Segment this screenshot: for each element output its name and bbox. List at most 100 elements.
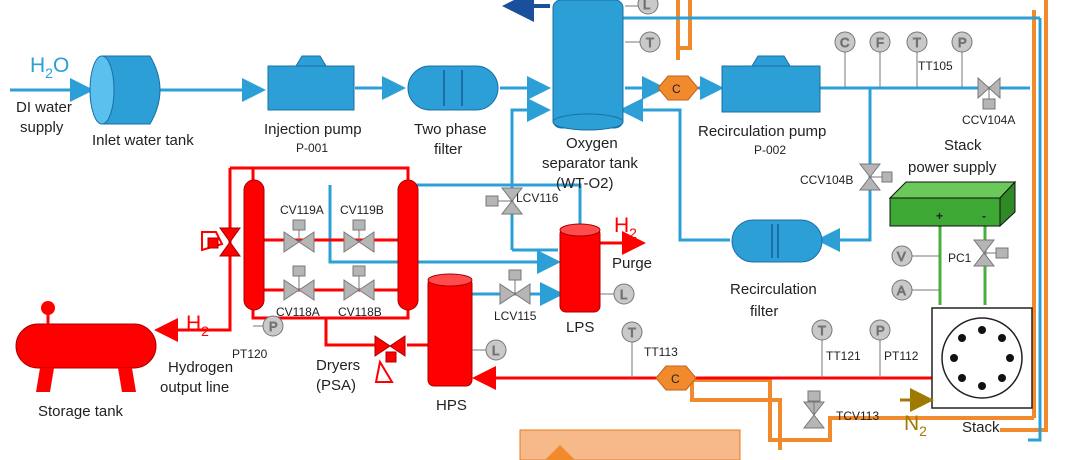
- recirc-filter-label-1: Recirculation: [730, 281, 817, 298]
- h2o-flow-label: H2O: [30, 54, 69, 81]
- n2-flow-label: N2: [904, 412, 927, 439]
- instrument-p-pt112: P: [869, 319, 891, 378]
- instrument-t-tt113: T: [621, 321, 643, 378]
- stack-power-supply: + -: [888, 180, 1017, 228]
- oxygen-separator-tank: [552, 0, 624, 131]
- tcv113-valve[interactable]: [802, 390, 826, 429]
- storage-tank: [15, 301, 157, 392]
- svg-text:L: L: [620, 287, 627, 302]
- instrument-t-tt121: T: [811, 319, 833, 378]
- pc1-tag: PC1: [948, 251, 972, 265]
- coolant-controller-top[interactable]: C: [657, 75, 699, 101]
- minus-terminal: -: [982, 209, 986, 223]
- svg-text:F: F: [876, 35, 884, 50]
- instrument-a-stack: A: [891, 279, 940, 301]
- svg-text:L: L: [643, 0, 650, 12]
- svg-text:T: T: [646, 35, 654, 50]
- h2-purge-flow-label: H2: [614, 214, 637, 241]
- lcv116-valve[interactable]: [485, 187, 524, 215]
- return-line-top: [618, 10, 1040, 20]
- svg-text:T: T: [913, 35, 921, 50]
- hps-tank: [427, 273, 473, 387]
- tt113-tag: TT113: [644, 345, 678, 359]
- recirculation-filter: [731, 219, 823, 263]
- oxygen-separator-label-1: Oxygen: [566, 135, 618, 152]
- fan-icon: [545, 445, 575, 460]
- instrument-l-hps: L: [472, 339, 507, 361]
- dryer-columns: [243, 179, 419, 311]
- svg-text:C: C: [672, 82, 681, 96]
- instrument-l-lps: L: [600, 283, 635, 305]
- lps-tank: [559, 223, 601, 313]
- cv118a-tag: CV118A: [276, 305, 320, 319]
- ccv104a-valve[interactable]: [977, 76, 1001, 110]
- ccv104a-tag: CCV104A: [962, 113, 1015, 127]
- instrument-v-stack: V: [891, 245, 940, 267]
- purge-label: Purge: [612, 255, 652, 272]
- h2-pressure-valve-mid[interactable]: [374, 335, 406, 383]
- h2-pressure-valve-left[interactable]: [201, 227, 241, 257]
- inlet-water-tank: [89, 55, 161, 125]
- recirc-pump-label: Recirculation pump: [698, 123, 826, 140]
- instrument-f-recirc: F: [869, 31, 891, 88]
- svg-text:A: A: [897, 283, 906, 298]
- svg-text:T: T: [818, 323, 826, 338]
- ccv104b-valve[interactable]: [858, 163, 893, 191]
- injection-pump: [267, 55, 355, 111]
- instrument-p-recirc: P: [951, 31, 973, 88]
- hydrogen-line-label-1: Hydrogen: [168, 359, 233, 376]
- instrument-t-separator: T: [625, 31, 661, 53]
- cv118a-valve[interactable]: [283, 265, 315, 301]
- cv119a-valve[interactable]: [283, 219, 315, 253]
- hps-label: HPS: [436, 397, 467, 414]
- injection-pump-id: P-001: [296, 141, 328, 155]
- di-water-label-2: supply: [20, 119, 64, 136]
- injection-pump-label: Injection pump: [264, 121, 362, 138]
- pt120-tag: PT120: [232, 347, 268, 361]
- pc1-valve[interactable]: [972, 239, 1009, 267]
- svg-text:P: P: [269, 319, 278, 334]
- tt121-tag: TT121: [826, 349, 861, 363]
- tcv113-tag: TCV113: [836, 409, 879, 423]
- svg-text:P: P: [876, 323, 885, 338]
- svg-text:C: C: [671, 372, 680, 386]
- stack-power-label-2: power supply: [908, 159, 997, 176]
- svg-text:V: V: [897, 249, 906, 264]
- instrument-p-pt120: P: [253, 315, 284, 337]
- oxygen-separator-label-3: (WT-O2): [556, 175, 614, 192]
- svg-text:T: T: [628, 325, 636, 340]
- two-phase-filter: [407, 65, 499, 111]
- instrument-c-recirc: C: [834, 31, 856, 88]
- two-phase-label-2: filter: [434, 141, 462, 158]
- oxygen-separator-label-2: separator tank: [542, 155, 638, 172]
- cv118b-valve[interactable]: [343, 265, 375, 301]
- svg-text:C: C: [840, 35, 849, 50]
- two-phase-label-1: Two phase: [414, 121, 487, 138]
- dryers-label-2: (PSA): [316, 377, 356, 394]
- storage-tank-label: Storage tank: [38, 403, 124, 420]
- cv119a-tag: CV119A: [280, 203, 324, 217]
- recirc-filter-label-2: filter: [750, 303, 778, 320]
- dryers-label-1: Dryers: [316, 357, 360, 374]
- lcv115-valve[interactable]: [499, 269, 531, 305]
- lcv116-tag: LCV116: [516, 191, 559, 205]
- di-water-label-1: DI water: [16, 99, 72, 116]
- ccv104b-tag: CCV104B: [800, 173, 853, 187]
- cv119b-valve[interactable]: [343, 219, 375, 253]
- recirculation-pump: [721, 55, 821, 113]
- svg-text:P: P: [958, 35, 967, 50]
- stack-power-label-1: Stack: [944, 137, 982, 154]
- lcv115-tag: LCV115: [494, 309, 537, 323]
- instrument-l-separator: L: [625, 0, 659, 15]
- recirc-pump-id: P-002: [754, 143, 786, 157]
- instrument-t-recirc: T: [906, 31, 928, 88]
- coolant-controller-bottom[interactable]: C: [655, 365, 697, 391]
- stack-label: Stack: [962, 419, 1000, 436]
- inlet-tank-label: Inlet water tank: [92, 132, 194, 149]
- tt105-tag: TT105: [918, 59, 953, 73]
- stack: [931, 307, 1033, 409]
- cv118b-tag: CV118B: [338, 305, 382, 319]
- svg-text:L: L: [492, 343, 499, 358]
- lps-label: LPS: [566, 319, 594, 336]
